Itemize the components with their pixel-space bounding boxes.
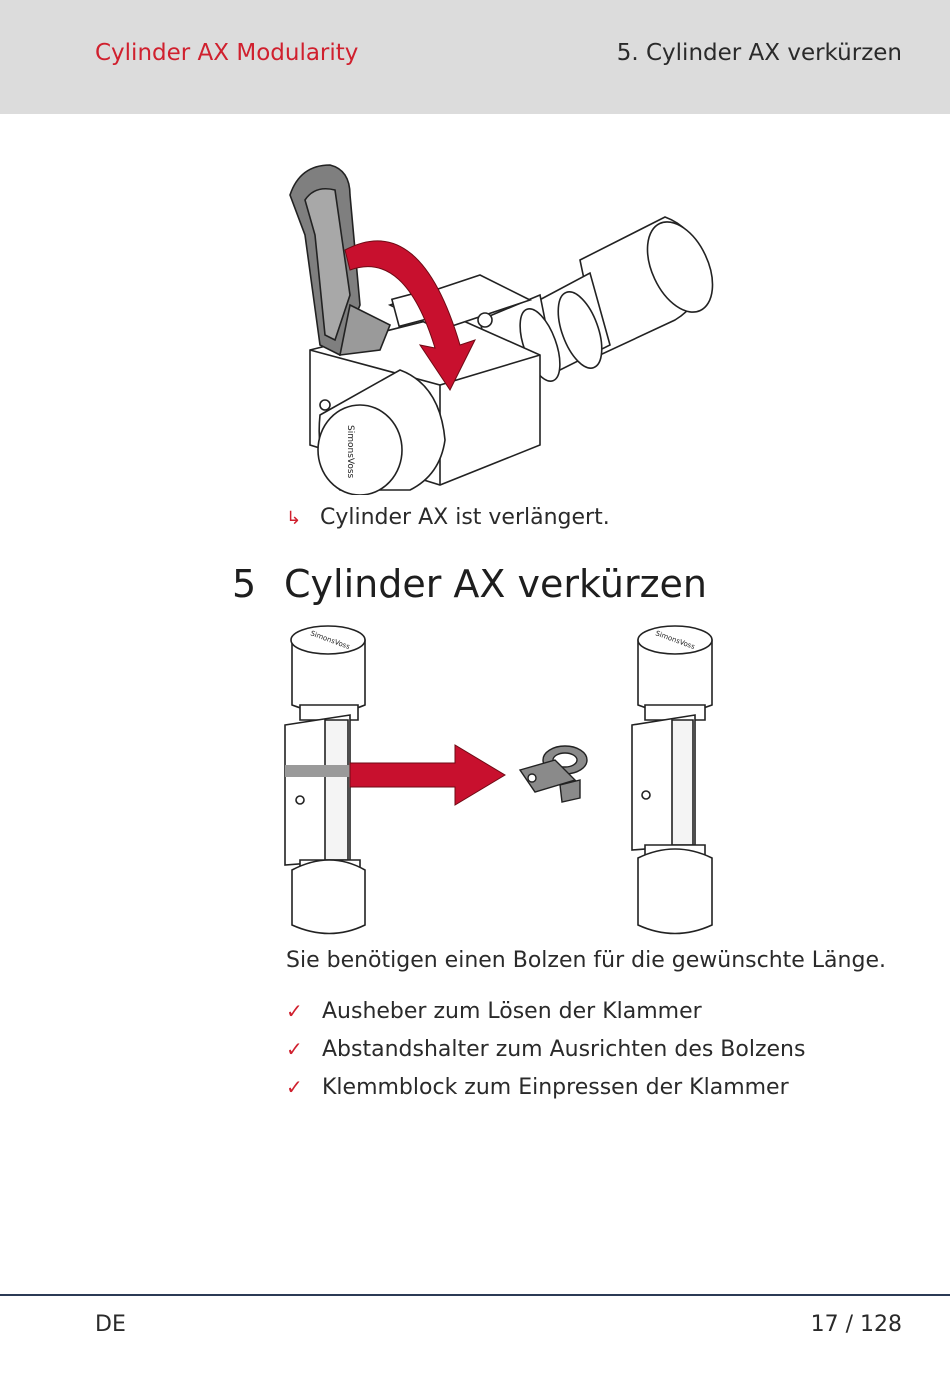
long-cylinder-illustration: SimonsVoss: [284, 625, 366, 935]
rotate-arrow-icon: [344, 240, 476, 391]
left-knob-illustration: SimonsVoss: [317, 369, 446, 495]
result-text: Cylinder AX ist verlängert.: [320, 505, 610, 530]
page-header: Cylinder AX Modularity 5. Cylinder AX ve…: [0, 0, 950, 114]
check-icon: ✓: [286, 999, 303, 1023]
check-icon: ✓: [286, 1075, 303, 1099]
section-heading-text: Cylinder AX verkürzen: [284, 562, 707, 606]
removal-arrow-icon: [349, 744, 506, 806]
intro-text: Sie benötigen einen Bolzen für die gewün…: [286, 948, 886, 973]
section-heading: 5 Cylinder AX verkürzen: [232, 562, 707, 606]
knob-brand-text: SimonsVoss: [345, 425, 355, 479]
requirements-list: ✓ Ausheber zum Lösen der Klammer ✓ Abstand…: [286, 996, 805, 1110]
result-arrow-icon: ↳: [286, 508, 302, 529]
footer-language: DE: [95, 1312, 126, 1337]
list-item: ✓ Klemmblock zum Einpressen der Klammer: [286, 1072, 805, 1110]
lever-tool-illustration: [289, 164, 392, 357]
list-item: ✓ Abstandshalter zum Ausrichten des Bolze…: [286, 1034, 805, 1072]
list-item: ✓ Ausheber zum Lösen der Klammer: [286, 996, 805, 1034]
figure-cylinder-extended: SimonsVoss: [289, 164, 714, 495]
result-line: ↳ Cylinder AX ist verlängert.: [286, 505, 610, 530]
clip-part-illustration: [518, 745, 588, 803]
short-cylinder-illustration: SimonsVoss: [631, 625, 713, 935]
requirement-text: Klemmblock zum Einpressen der Klammer: [322, 1075, 789, 1100]
figure-cylinder-shortening: SimonsVoss SimonsVoss: [284, 625, 713, 935]
check-icon: ✓: [286, 1037, 303, 1061]
doc-title: Cylinder AX Modularity: [95, 40, 359, 66]
section-title-header: 5. Cylinder AX verkürzen: [616, 40, 902, 66]
requirement-text: Ausheber zum Lösen der Klammer: [322, 999, 702, 1024]
footer-divider: [0, 1294, 950, 1296]
section-number: 5: [232, 562, 257, 606]
page-number: 17 / 128: [810, 1312, 902, 1337]
requirement-text: Abstandshalter zum Ausrichten des Bolzen…: [322, 1037, 806, 1062]
